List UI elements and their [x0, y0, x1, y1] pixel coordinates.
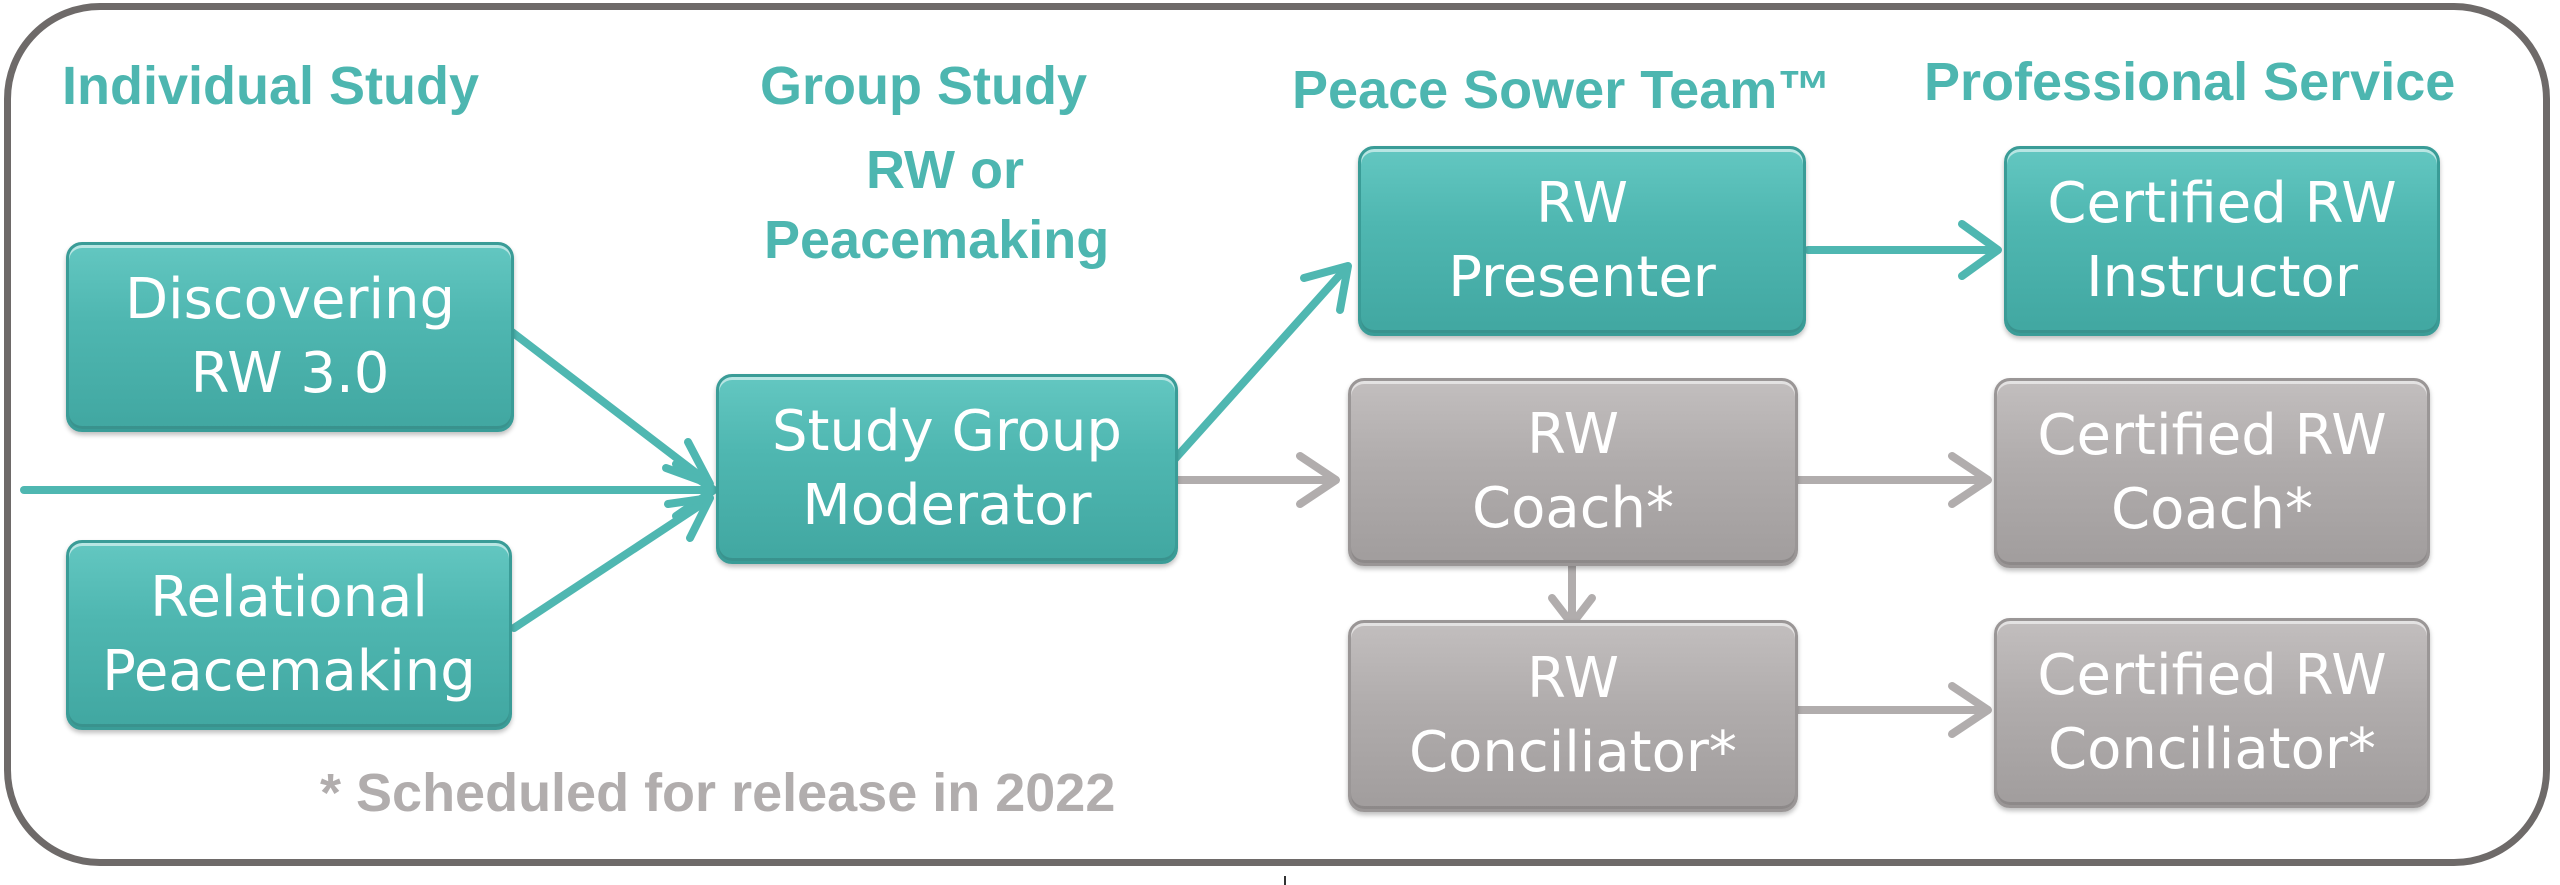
heading-professional-service: Professional Service	[1924, 52, 2456, 112]
heading-group-study: Group Study	[760, 56, 1087, 116]
arrowhead-cert-conciliator	[1948, 682, 1992, 738]
arrowhead-presenter	[1300, 262, 1352, 314]
box-certified-rw-instructor-label: Certified RW Instructor	[2047, 171, 2397, 310]
box-study-group-moderator: Study Group Moderator	[716, 374, 1178, 564]
heading-individual-study: Individual Study	[62, 56, 480, 116]
arrow-moderator-to-presenter	[1170, 264, 1350, 464]
arrowhead-cert-coach	[1948, 452, 1992, 508]
box-relational-peacemaking-label: Relational Peacemaking	[102, 565, 476, 704]
arrow-discovering-to-moderator	[508, 328, 712, 486]
arrowhead-coach	[1296, 452, 1340, 508]
heading-group-rw-or: RW or	[866, 140, 1024, 200]
teal-arrows	[20, 220, 2002, 632]
box-discovering-rw-label: Discovering RW 3.0	[124, 267, 456, 406]
arrowhead-discovering	[662, 438, 714, 488]
release-note: * Scheduled for release in 2022	[320, 763, 1116, 823]
heading-group-peacemaking: Peacemaking	[764, 210, 1110, 270]
box-rw-conciliator-label: RW Conciliator*	[1409, 646, 1737, 785]
box-rw-presenter: RW Presenter	[1358, 146, 1806, 336]
box-certified-rw-conciliator: Certified RW Conciliator*	[1994, 618, 2430, 808]
box-certified-rw-instructor: Certified RW Instructor	[2004, 146, 2440, 336]
box-certified-rw-coach: Certified RW Coach*	[1994, 378, 2430, 568]
arrowhead-relational	[664, 494, 714, 542]
arrow-relational-to-moderator	[510, 496, 712, 632]
box-relational-peacemaking: Relational Peacemaking	[66, 540, 512, 730]
box-rw-conciliator: RW Conciliator*	[1348, 620, 1798, 812]
box-certified-rw-conciliator-label: Certified RW Conciliator*	[2037, 643, 2387, 782]
box-certified-rw-coach-label: Certified RW Coach*	[2037, 403, 2387, 542]
box-study-group-moderator-label: Study Group Moderator	[772, 399, 1122, 538]
box-rw-coach: RW Coach*	[1348, 378, 1798, 566]
box-discovering-rw: Discovering RW 3.0	[66, 242, 514, 432]
arrowhead-instructor	[1958, 220, 2002, 280]
box-rw-coach-label: RW Coach*	[1472, 402, 1674, 541]
box-rw-presenter-label: RW Presenter	[1448, 171, 1716, 310]
heading-peace-sower-team: Peace Sower Team™	[1292, 60, 1832, 120]
